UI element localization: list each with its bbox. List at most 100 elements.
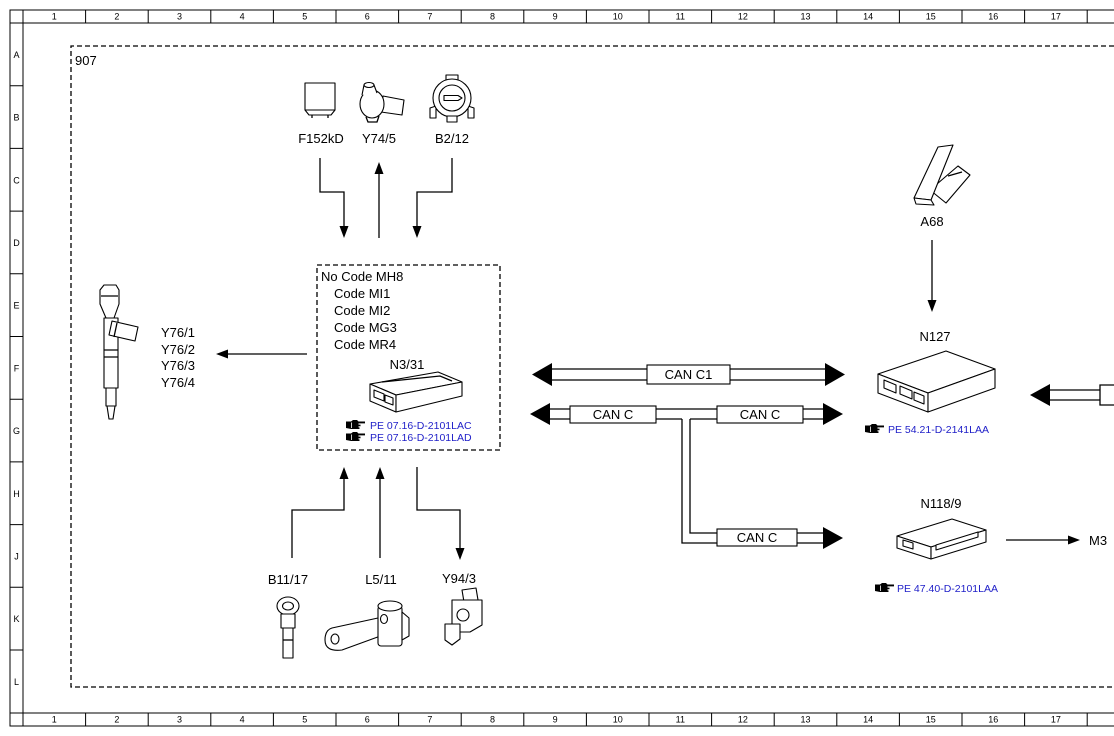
hand-pointer-icon[interactable] (874, 582, 895, 593)
sensor-element (443, 94, 463, 102)
bottom-ruler-column-12: 12 (738, 715, 748, 725)
hand-pointer-icon[interactable] (345, 419, 366, 430)
bottom-ruler-column-14: 14 (863, 715, 873, 725)
injector-drawing (99, 284, 139, 420)
link-text[interactable]: PE 54.21-D-2141LAA (888, 424, 989, 436)
top-ruler-column-17: 17 (1051, 12, 1061, 22)
left-ruler-row-f: F (14, 363, 20, 373)
bottom-ruler-column-11: 11 (676, 715, 685, 725)
module-connector-strip (935, 531, 979, 551)
left-ruler-row-c: C (13, 175, 20, 185)
arrowhead-right (1068, 535, 1080, 545)
frame-outline (9, 9, 1114, 727)
left-ruler-row-h: H (13, 489, 20, 499)
arrowhead-left (1030, 384, 1050, 406)
injector-lower-body (105, 387, 117, 407)
top-ruler-column-14: 14 (863, 12, 873, 22)
module-connector-3 (913, 391, 925, 405)
ecu-ridge (381, 375, 453, 383)
sensor-plug (401, 611, 410, 641)
ecu-connector-2 (384, 394, 394, 406)
can-c-label-2: CAN C (740, 407, 780, 422)
bus-arrow-right-edge (1030, 384, 1114, 406)
sensor-left-ear (429, 105, 437, 119)
boundary-label: 907 (75, 53, 97, 68)
module-right-face (927, 368, 996, 413)
left-ruler-dividers (10, 85, 23, 651)
bottom-ruler-column-10: 10 (613, 715, 623, 725)
top-ruler-column-7: 7 (427, 12, 432, 22)
sensor-shaft (282, 627, 294, 659)
top-signal-arrows (319, 158, 453, 238)
sensor-ring-hole (281, 601, 295, 611)
top-ruler-column-10: 10 (613, 12, 623, 22)
sensor-stem (446, 115, 458, 123)
link-pe-07-16-d-2101lad[interactable]: PE 07.16-D-2101LAD (345, 431, 472, 444)
module-n127-drawing (877, 350, 996, 413)
ecu-right-face (395, 381, 463, 413)
arrow-b11-17-to-ecu (291, 479, 345, 558)
top-ruler-column-16: 16 (988, 12, 998, 22)
function-boundary (70, 45, 1114, 688)
bottom-ruler-column-15: 15 (926, 715, 936, 725)
left-ruler-row-b: B (13, 113, 19, 123)
component-label-m3: M3 (1089, 533, 1107, 548)
can-c-arrowhead-right (823, 403, 843, 425)
ruler-labels: 1122334455667788991010111112121313141415… (13, 12, 1061, 725)
arrowhead-left (216, 349, 228, 359)
link-pe-47-40-d-2101laa[interactable]: PE 47.40-D-2101LAA (874, 582, 998, 595)
hand-pointer-icon[interactable] (345, 431, 366, 442)
component-label-b2-12: B2/12 (435, 131, 469, 146)
top-ruler-column-6: 6 (365, 12, 370, 22)
component-label-n3-31: N3/31 (390, 357, 425, 372)
bottom-ruler-column-2: 2 (114, 715, 119, 725)
sensor-bracket-hole (330, 633, 340, 645)
top-ruler-column-12: 12 (738, 12, 748, 22)
top-ruler-column-5: 5 (302, 12, 307, 22)
left-ruler-row-a: A (13, 50, 19, 60)
link-pe-07-16-d-2101lac[interactable]: PE 07.16-D-2101LAC (345, 419, 472, 432)
can-c-label-1: CAN C (593, 407, 633, 422)
bottom-ruler-column-3: 3 (177, 715, 182, 725)
bottom-signal-arrows (291, 467, 465, 560)
can-c1-label: CAN C1 (665, 367, 713, 382)
component-label-y76-4: Y76/4 (161, 375, 195, 390)
link-text[interactable]: PE 47.40-D-2101LAA (897, 583, 998, 595)
top-ruler-column-8: 8 (490, 12, 495, 22)
top-ruler-column-11: 11 (676, 12, 685, 22)
code-line-1: No Code MH8 (321, 269, 403, 284)
hand-pointer-icon[interactable] (864, 423, 885, 434)
bottom-ruler-column-7: 7 (427, 715, 432, 725)
bottom-ruler-column-1: 1 (52, 715, 57, 725)
can-c1-bus: CAN C1 (532, 363, 845, 386)
relay-pins (311, 115, 329, 118)
sensor-l5-11-drawing (324, 600, 410, 651)
valve-outlet (365, 115, 380, 123)
component-label-n127: N127 (919, 329, 950, 344)
arrowhead-up (374, 162, 384, 174)
bottom-ruler-column-5: 5 (302, 715, 307, 725)
arrow-f152kd-to-ecu (319, 158, 345, 226)
component-label-y74-5: Y74/5 (362, 131, 396, 146)
left-ruler-row-l: L (14, 677, 19, 687)
can-c-bus: CAN C CAN C CAN C (530, 403, 843, 549)
sensor-body-top (377, 600, 403, 612)
injector-nozzle (106, 405, 116, 420)
code-line-2: Code MI1 (334, 286, 390, 301)
bottom-ruler-column-6: 6 (365, 715, 370, 725)
module-connector-1 (883, 379, 897, 394)
left-ruler-row-g: G (13, 426, 20, 436)
can-c-label-box-1 (569, 405, 657, 424)
link-text[interactable]: PE 07.16-D-2101LAC (370, 420, 472, 432)
can-c-lines (548, 408, 825, 544)
link-text[interactable]: PE 07.16-D-2101LAD (370, 432, 472, 444)
module-connector (902, 539, 914, 550)
relay-base (304, 109, 336, 116)
arrowhead-down (412, 226, 422, 238)
can-c1-arrowhead-right (825, 363, 845, 386)
link-pe-54-21-d-2141laa[interactable]: PE 54.21-D-2141LAA (864, 423, 989, 436)
valve-cap (363, 81, 375, 89)
arrowhead-up (339, 467, 349, 479)
left-ruler-row-k: K (13, 614, 19, 624)
arrowhead-down (455, 548, 465, 560)
